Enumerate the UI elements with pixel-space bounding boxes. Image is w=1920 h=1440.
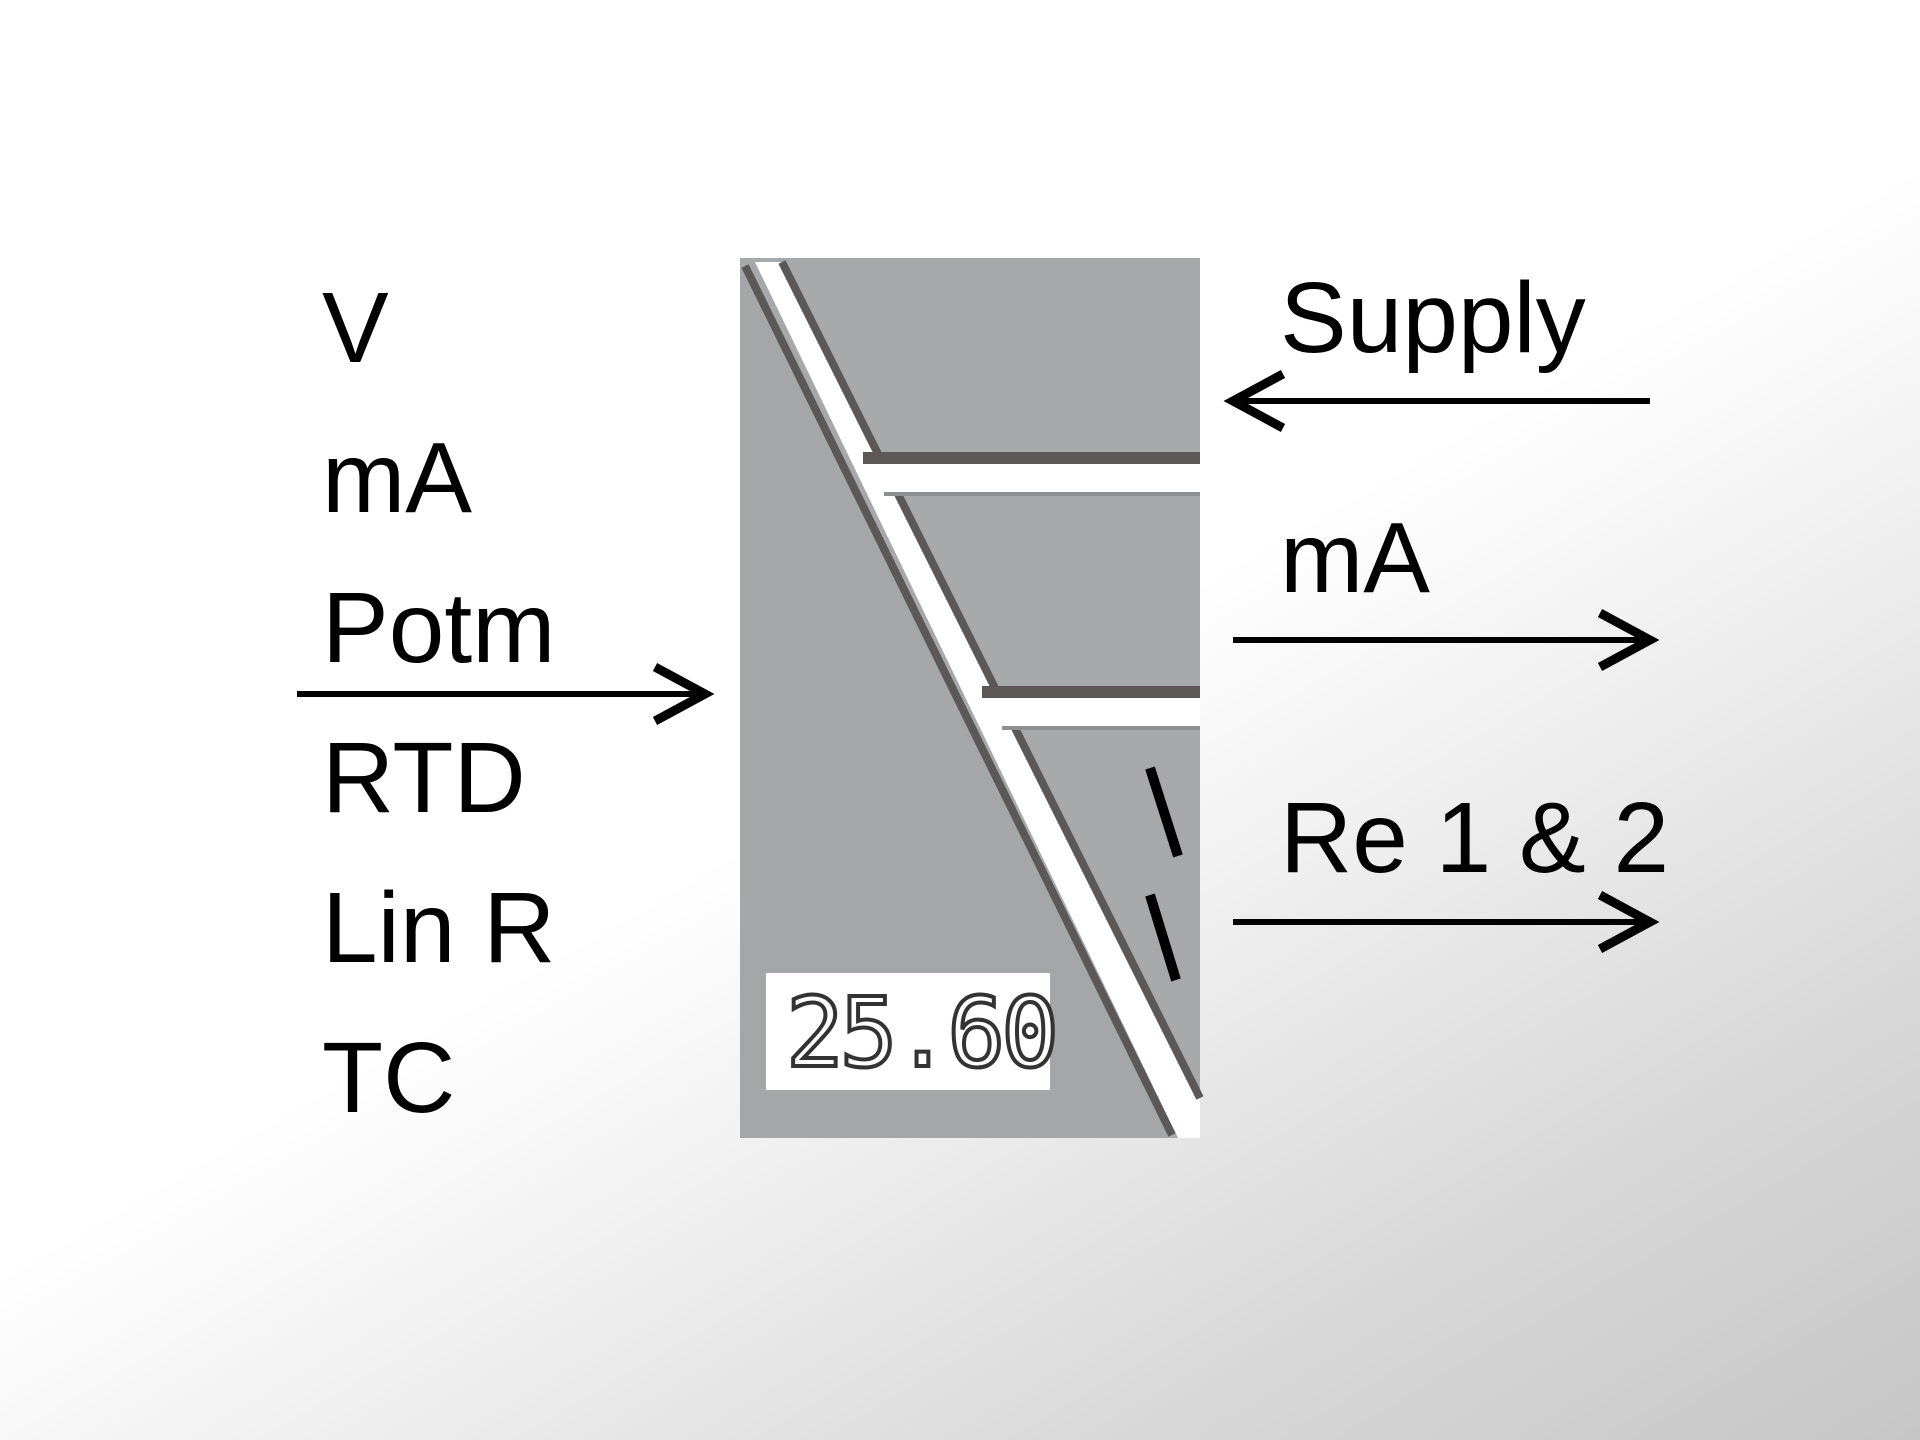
output-labels: Supply mA Re 1 & 2 (1280, 262, 1669, 894)
input-label-lin-r: Lin R (322, 872, 555, 984)
output-label-ma: mA (1280, 502, 1430, 614)
signal-converter-device: 25.60 (740, 258, 1204, 1138)
ma-output-arrow (1233, 609, 1660, 671)
device-display (766, 973, 1050, 1090)
output-label-relays: Re 1 & 2 (1280, 782, 1669, 894)
input-arrow-head (652, 663, 715, 725)
input-label-rtd: RTD (322, 722, 526, 834)
device-diagonal-edge-left (741, 264, 1176, 1137)
ma-output-arrow-head (1597, 609, 1660, 671)
device-diagonal-edge-right (778, 260, 1204, 1100)
supply-arrow-head (1223, 370, 1286, 432)
input-label-v: V (322, 272, 389, 384)
relay-dash-2 (1145, 893, 1181, 982)
output-label-supply: Supply (1280, 262, 1586, 374)
input-arrow (297, 663, 715, 725)
supply-arrow (1223, 370, 1650, 432)
relay-dash-1 (1145, 766, 1183, 858)
input-label-potm: Potm (322, 572, 555, 684)
input-labels: V mA Potm RTD Lin R TC (322, 272, 555, 1134)
device-diagonal-band (755, 262, 1200, 1138)
relay-output-arrow (1233, 891, 1660, 953)
input-label-ma: mA (322, 422, 472, 534)
input-label-tc: TC (322, 1022, 455, 1134)
display-value: 25.60 (786, 977, 1055, 1089)
relay-output-arrow-head (1597, 891, 1660, 953)
